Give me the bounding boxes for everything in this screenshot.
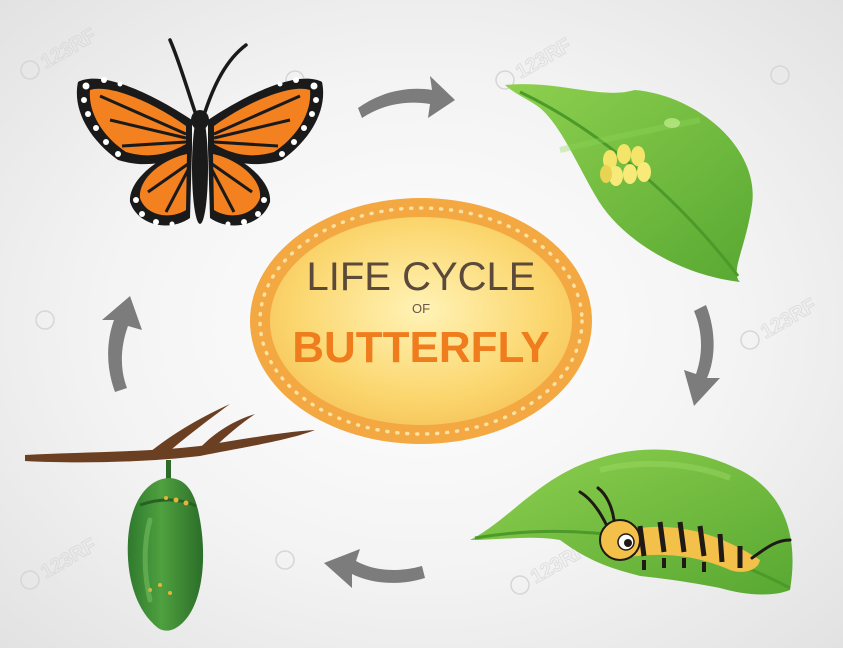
cycle-arrow <box>684 305 720 406</box>
cycle-arrow <box>324 549 425 588</box>
watermark-mark <box>768 63 793 88</box>
watermark-mark <box>273 548 298 573</box>
arrow-icon <box>102 296 142 392</box>
arrow-icon <box>358 76 455 118</box>
title-line-1: LIFE CYCLE <box>307 255 536 299</box>
chrysalis-icon <box>25 404 315 631</box>
title-line-2: OF <box>412 301 430 316</box>
caterpillar-on-leaf-icon <box>470 449 793 594</box>
arrow-icon <box>684 305 720 406</box>
watermark-mark <box>33 308 58 333</box>
watermark-mark: 123RF <box>17 24 100 85</box>
title-badge: LIFE CYCLE OF BUTTERFLY <box>250 198 592 444</box>
title-line-3: BUTTERFLY <box>292 323 550 372</box>
watermark-mark: 123RF <box>17 534 100 595</box>
watermark-mark: 123RF <box>737 294 820 355</box>
watermark-text: 123RF <box>37 534 100 583</box>
watermark-text: 123RF <box>37 24 100 73</box>
cycle-arrow <box>102 296 142 392</box>
watermark-text: 123RF <box>757 294 820 343</box>
butterfly-icon <box>77 40 323 227</box>
watermark-text: 123RF <box>512 34 575 83</box>
cycle-arrow <box>358 76 455 118</box>
arrow-icon <box>324 549 425 588</box>
